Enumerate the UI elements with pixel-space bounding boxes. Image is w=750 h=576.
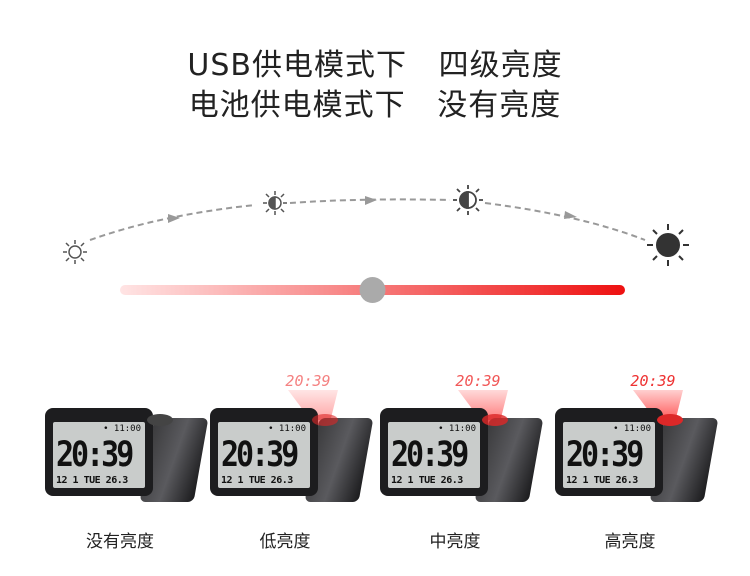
arrow-icon: [168, 214, 180, 223]
date-day-temp: 12 1 TUE 26.3: [56, 475, 128, 486]
sun-half-icon: [453, 185, 483, 215]
title-line-usb: USB供电模式下 四级亮度: [187, 48, 563, 83]
projected-time: 20:39: [285, 372, 331, 390]
sun-dim-icon: [63, 240, 87, 264]
lcd-display: • 11:00 20:39 12 1 TUE 26.3: [53, 422, 145, 488]
arrow-icon: [365, 196, 377, 205]
date-day-temp: 12 1 TUE 26.3: [566, 475, 638, 486]
projector-lens: [312, 414, 338, 426]
brightness-slider-knob[interactable]: [359, 277, 386, 303]
projector-lens: [657, 414, 683, 426]
lcd-display: • 11:00 20:39 12 1 TUE 26.3: [218, 422, 310, 488]
projection-clock-2: 20:39 • 11:00 20:39 12 1 TUE 26.3: [210, 372, 374, 502]
clock-time: 20:39: [221, 435, 299, 476]
clock-time: 20:39: [391, 435, 469, 476]
lcd-display: • 11:00 20:39 12 1 TUE 26.3: [563, 422, 655, 488]
projection-clock-4: 20:39 • 11:00 20:39 12 1 TUE 26.3: [555, 372, 719, 502]
clock-time: 20:39: [566, 435, 644, 476]
projector-lens: [147, 414, 173, 426]
projection-clock-3: 20:39 • 11:00 20:39 12 1 TUE 26.3: [380, 372, 544, 502]
title-line-battery: 电池供电模式下 没有亮度: [188, 88, 562, 123]
clock-body: • 11:00 20:39 12 1 TUE 26.3: [210, 408, 318, 496]
date-day-temp: 12 1 TUE 26.3: [391, 475, 463, 486]
clock-body: • 11:00 20:39 12 1 TUE 26.3: [555, 408, 663, 496]
clock-time: 20:39: [56, 435, 134, 476]
alarm-time: • 11:00: [613, 424, 651, 434]
projection-clock-1: • 11:00 20:39 12 1 TUE 26.3: [45, 402, 209, 502]
lcd-display: • 11:00 20:39 12 1 TUE 26.3: [388, 422, 480, 488]
brightness-diagram: [63, 185, 689, 303]
arrow-icon: [564, 211, 577, 219]
brightness-label: 高亮度: [604, 532, 656, 552]
projected-time: 20:39: [455, 372, 501, 390]
brightness-label: 中亮度: [429, 532, 481, 552]
brightness-label: 没有亮度: [86, 532, 154, 552]
projected-time: 20:39: [630, 372, 676, 390]
alarm-time: • 11:00: [268, 424, 306, 434]
sun-full-icon: [647, 224, 689, 266]
brightness-label: 低亮度: [259, 532, 311, 552]
alarm-time: • 11:00: [438, 424, 476, 434]
clock-body: • 11:00 20:39 12 1 TUE 26.3: [45, 408, 153, 496]
projector-lens: [482, 414, 508, 426]
sun-quarter-icon: [263, 191, 287, 215]
clock-body: • 11:00 20:39 12 1 TUE 26.3: [380, 408, 488, 496]
alarm-time: • 11:00: [103, 424, 141, 434]
date-day-temp: 12 1 TUE 26.3: [221, 475, 293, 486]
